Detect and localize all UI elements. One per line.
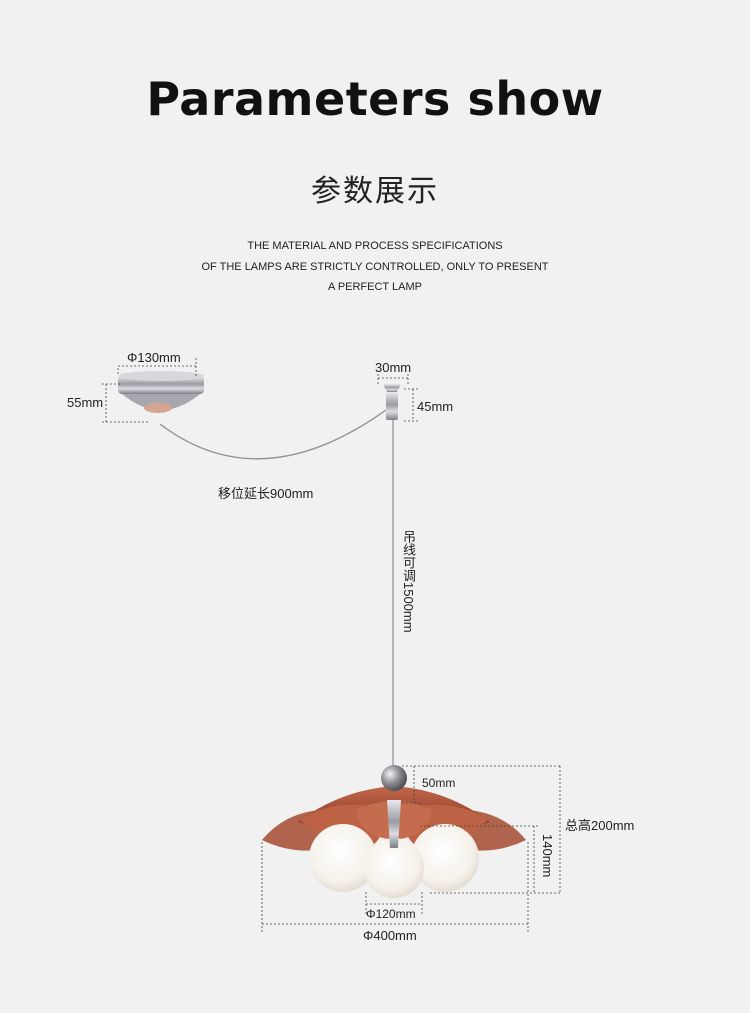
cable-shift-label: 移位延长900mm — [218, 486, 314, 501]
canopy-height-label: 55mm — [67, 395, 104, 410]
pendant-dimension-lines — [261, 765, 561, 932]
shade-diameter-label: Φ400mm — [363, 928, 417, 943]
ball-height-label: 50mm — [422, 776, 456, 790]
description-line: THE MATERIAL AND PROCESS SPECIFICATIONS — [247, 240, 503, 252]
description-line: A PERFECT LAMP — [328, 281, 422, 293]
pendant-lamp — [262, 765, 526, 898]
connector-dimension-lines — [377, 374, 420, 422]
description: THE MATERIAL AND PROCESS SPECIFICATIONS … — [0, 236, 750, 298]
canopy-diameter-label: Φ130mm — [127, 350, 181, 365]
description-line: OF THE LAMPS ARE STRICTLY CONTROLLED, ON… — [201, 260, 549, 273]
page-subtitle: 参数展示 — [311, 174, 439, 209]
hanging-wire-label: 吊线可调1500mm — [401, 530, 416, 633]
globe-diameter-label: Φ120mm — [366, 907, 416, 921]
ceiling-canopy — [118, 371, 204, 413]
connector-height-label: 45mm — [417, 399, 454, 414]
ceiling-connector — [383, 384, 401, 420]
shift-cable — [159, 409, 387, 460]
shade-height-label: 140mm — [540, 834, 555, 878]
canopy-dimension-lines — [102, 358, 197, 423]
total-height-label: 总高200mm — [565, 818, 635, 833]
page-title: Parameters show — [146, 72, 604, 126]
connector-width-label: 30mm — [375, 360, 412, 375]
